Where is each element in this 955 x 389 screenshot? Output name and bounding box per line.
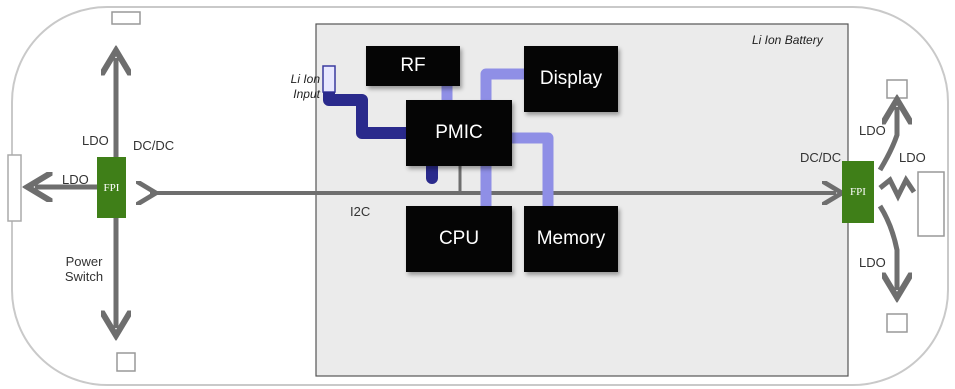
- fpi-right: FPI: [842, 161, 874, 223]
- right-fpi-arrows: [877, 107, 917, 290]
- left-ldo-label: LDO: [62, 172, 89, 187]
- rf-chip: RF: [366, 46, 460, 86]
- right-ldo-top-label: LDO: [859, 123, 886, 138]
- right-bottom-box: [886, 313, 908, 333]
- input-trace: [323, 92, 410, 139]
- left-edge-connector: [7, 154, 22, 222]
- arrow-down-right-ldo: [877, 204, 897, 290]
- cpu-chip: CPU: [406, 206, 512, 272]
- pmic-chip: PMIC: [406, 100, 512, 166]
- bottom-left-box: [116, 352, 136, 372]
- right-ldo-label: LDO: [899, 150, 926, 165]
- display-chip: Display: [524, 46, 618, 112]
- battery-label: Li Ion Battery: [752, 33, 823, 47]
- rf-label: RF: [400, 55, 426, 76]
- trace-display: [480, 68, 530, 108]
- power-switch-label: Power Switch: [64, 254, 104, 284]
- left-ldo-top-label: LDO: [82, 133, 109, 148]
- right-middle-box: [917, 171, 945, 237]
- cpu-label: CPU: [438, 228, 480, 249]
- light-traces: [441, 68, 554, 216]
- fpi-right-label: FPI: [850, 186, 866, 198]
- pmic-label: PMIC: [435, 122, 483, 143]
- right-dcdc-label: DC/DC: [800, 150, 842, 165]
- fpi-left-label: FPI: [103, 181, 120, 194]
- i2c-label: I2C: [350, 204, 371, 219]
- top-left-connector: [111, 11, 141, 25]
- zigzag-right-ldo: [878, 175, 917, 202]
- fpi-left: FPI: [97, 157, 126, 218]
- memory-label: Memory: [536, 228, 606, 249]
- li-ion-input-cell: [322, 65, 336, 93]
- right-ldo-bottom-label: LDO: [859, 255, 886, 270]
- display-label: Display: [539, 68, 603, 89]
- arrow-up-right-ldo: [877, 107, 897, 172]
- left-dcdc-label: DC/DC: [133, 138, 175, 153]
- trace-memory: [506, 132, 554, 214]
- li-ion-input-label: Li Ion Input: [290, 72, 320, 101]
- right-top-box: [886, 79, 908, 99]
- left-fpi-arrows: [35, 58, 116, 328]
- memory-chip: Memory: [524, 206, 618, 272]
